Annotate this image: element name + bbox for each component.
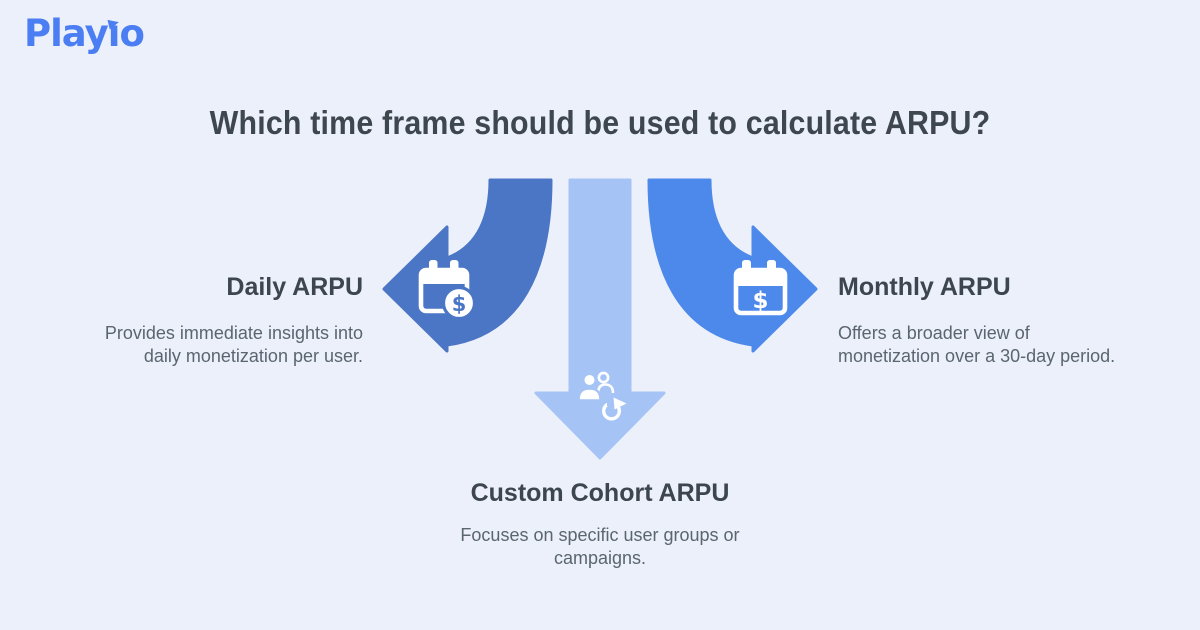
daily-arpu-block: Daily ARPU Provides immediate insights i… bbox=[83, 272, 363, 369]
custom-cohort-arpu-block: Custom Cohort ARPU Focuses on specific u… bbox=[425, 478, 775, 571]
daily-arrow-head bbox=[382, 225, 449, 353]
monthly-arrow bbox=[647, 178, 818, 353]
coin-dollar-symbol: $ bbox=[452, 292, 467, 316]
monthly-arrow-band bbox=[647, 178, 755, 347]
daily-arrow bbox=[382, 178, 553, 353]
daily-arpu-heading: Daily ARPU bbox=[226, 273, 363, 301]
monthly-arpu-description: Offers a broader view of monetization ov… bbox=[838, 323, 1116, 367]
page-title: Which time frame should be used to calcu… bbox=[209, 104, 991, 141]
custom-arrow bbox=[534, 178, 666, 460]
calendar-dollar-coin-icon: $ bbox=[418, 260, 477, 321]
custom-arrow-shape bbox=[534, 178, 666, 460]
logo-text-o: o bbox=[119, 12, 144, 55]
users-refresh-icon bbox=[577, 371, 627, 421]
daily-arrow-band bbox=[445, 178, 553, 347]
calendar-dollar-icon: $ bbox=[733, 260, 788, 316]
logo-text-play: Play bbox=[24, 12, 109, 55]
monthly-arpu-heading: Monthly ARPU bbox=[838, 273, 1011, 301]
daily-arpu-description: Provides immediate insights into daily m… bbox=[104, 323, 363, 367]
monthly-arpu-block: Monthly ARPU Offers a broader view of mo… bbox=[838, 272, 1128, 369]
calendar-dollar-symbol: $ bbox=[752, 288, 768, 314]
custom-cohort-arpu-description: Focuses on specific user groups or campa… bbox=[460, 525, 740, 569]
play-triangle-icon bbox=[107, 19, 119, 30]
custom-cohort-arpu-heading: Custom Cohort ARPU bbox=[470, 479, 730, 507]
